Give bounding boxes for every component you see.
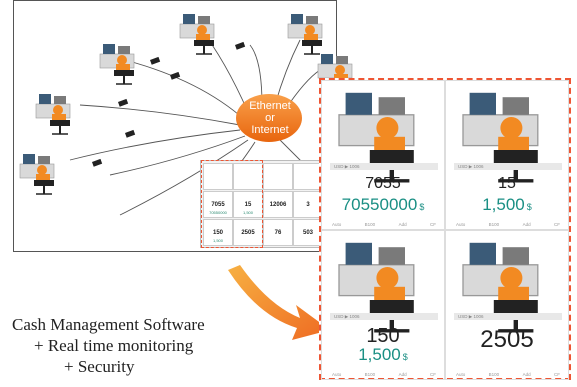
tile-amount xyxy=(446,345,568,365)
mini-cell-amount: 1,500 xyxy=(212,238,223,243)
mini-cell-amount: 70550000 xyxy=(209,210,227,215)
mini-cell: 15 1,500 xyxy=(233,191,263,218)
tile-control-button[interactable]: B100 xyxy=(364,222,376,227)
mini-cell: 150 1,500 xyxy=(203,219,233,246)
hub-label-line3: Internet xyxy=(251,124,289,136)
mini-cell: 12006 xyxy=(263,191,293,218)
tile-currency-bar: USD ▶ 1006 xyxy=(330,313,438,320)
arrow-icon xyxy=(228,265,330,340)
mini-grid-highlight xyxy=(201,160,263,248)
caption-line1: Cash Management Software xyxy=(12,315,205,334)
tile-control-button[interactable]: CF xyxy=(429,372,436,377)
tile-control-button[interactable]: Auto xyxy=(456,222,466,227)
mini-cell: 76 xyxy=(263,219,293,246)
tile-amount-unit: $ xyxy=(402,352,408,362)
tile-amount-unit: $ xyxy=(526,202,532,212)
monitor-tile[interactable]: USD ▶ 1006 15 1,500$ Auto B100 Add CF xyxy=(445,80,569,230)
tile-control-button[interactable]: Add xyxy=(522,222,531,227)
tile-amount-unit: $ xyxy=(419,202,425,212)
mini-cell-amount: 1,500 xyxy=(242,210,253,215)
tile-amount-value: 1,500 xyxy=(482,195,525,214)
mini-cell-count: 150 xyxy=(212,230,223,236)
tile-controls: Auto B100 Add CF xyxy=(332,222,436,227)
tile-currency-bar: USD ▶ 1006 xyxy=(454,313,562,320)
mini-cell-count: 3 xyxy=(306,202,310,208)
mini-cell: 7055 70550000 xyxy=(203,191,233,218)
tile-amount: 1,500$ xyxy=(322,345,444,365)
tile-amount-value: 70550000 xyxy=(341,195,418,214)
tile-controls: Auto B100 Add CF xyxy=(456,222,560,227)
mini-cell-count: 7055 xyxy=(211,202,225,208)
tile-control-button[interactable]: Add xyxy=(398,222,407,227)
tile-control-button[interactable]: Add xyxy=(522,372,531,377)
tile-control-button[interactable]: CF xyxy=(429,222,436,227)
mini-cell-count: 2505 xyxy=(241,230,255,236)
mini-cell-count: 503 xyxy=(302,230,313,236)
monitor-tile[interactable]: USD ▶ 1006 7055 70550000$ Auto B100 Add CF xyxy=(321,80,445,230)
tile-controls: Auto B100 Add CF xyxy=(332,372,436,377)
tile-control-button[interactable]: B100 xyxy=(488,222,500,227)
mini-cell-count: 12006 xyxy=(269,202,287,208)
tile-control-button[interactable]: B100 xyxy=(488,372,500,377)
tile-controls: Auto B100 Add CF xyxy=(456,372,560,377)
tile-amount: 1,500$ xyxy=(446,195,568,215)
tile-count: 7055 xyxy=(365,175,401,192)
mini-cell: 2505 xyxy=(233,219,263,246)
tile-control-button[interactable]: Auto xyxy=(332,222,342,227)
tile-control-button[interactable]: Auto xyxy=(456,372,466,377)
mini-cell: 503 xyxy=(293,219,323,246)
mini-cell xyxy=(293,163,323,190)
caption-line3: + Security xyxy=(64,357,135,376)
mini-cell xyxy=(203,163,233,190)
hub-label-line2: or xyxy=(265,112,275,124)
tile-count: 2505 xyxy=(480,326,534,353)
tile-amount-value: 1,500 xyxy=(358,345,401,364)
hub-label: Ethernet or Internet xyxy=(241,100,299,136)
tile-control-button[interactable]: Auto xyxy=(332,372,342,377)
tile-control-button[interactable]: CF xyxy=(553,222,560,227)
tile-currency-bar: USD ▶ 1006 xyxy=(454,163,562,170)
ethernet-hub xyxy=(236,94,302,142)
tile-count: 15 xyxy=(498,175,516,192)
mini-cell-count: 76 xyxy=(274,230,282,236)
mini-monitor-grid: 7055 70550000 15 1,500 12006 3 150 1,500 2505 76 5… xyxy=(200,160,323,248)
tile-amount: 70550000$ xyxy=(322,195,444,215)
mini-cell xyxy=(263,163,293,190)
caption-line2: + Real time monitoring xyxy=(34,336,194,355)
tile-control-button[interactable]: Add xyxy=(398,372,407,377)
mini-cell-count: 15 xyxy=(244,202,252,208)
caption: Cash Management Software + Real time mon… xyxy=(12,314,292,377)
tile-count: 150 xyxy=(366,325,400,347)
tile-control-button[interactable]: CF xyxy=(553,372,560,377)
mini-cell xyxy=(233,163,263,190)
tile-currency-bar: USD ▶ 1006 xyxy=(330,163,438,170)
hub-label-line1: Ethernet xyxy=(249,100,291,112)
tile-control-button[interactable]: B100 xyxy=(364,372,376,377)
